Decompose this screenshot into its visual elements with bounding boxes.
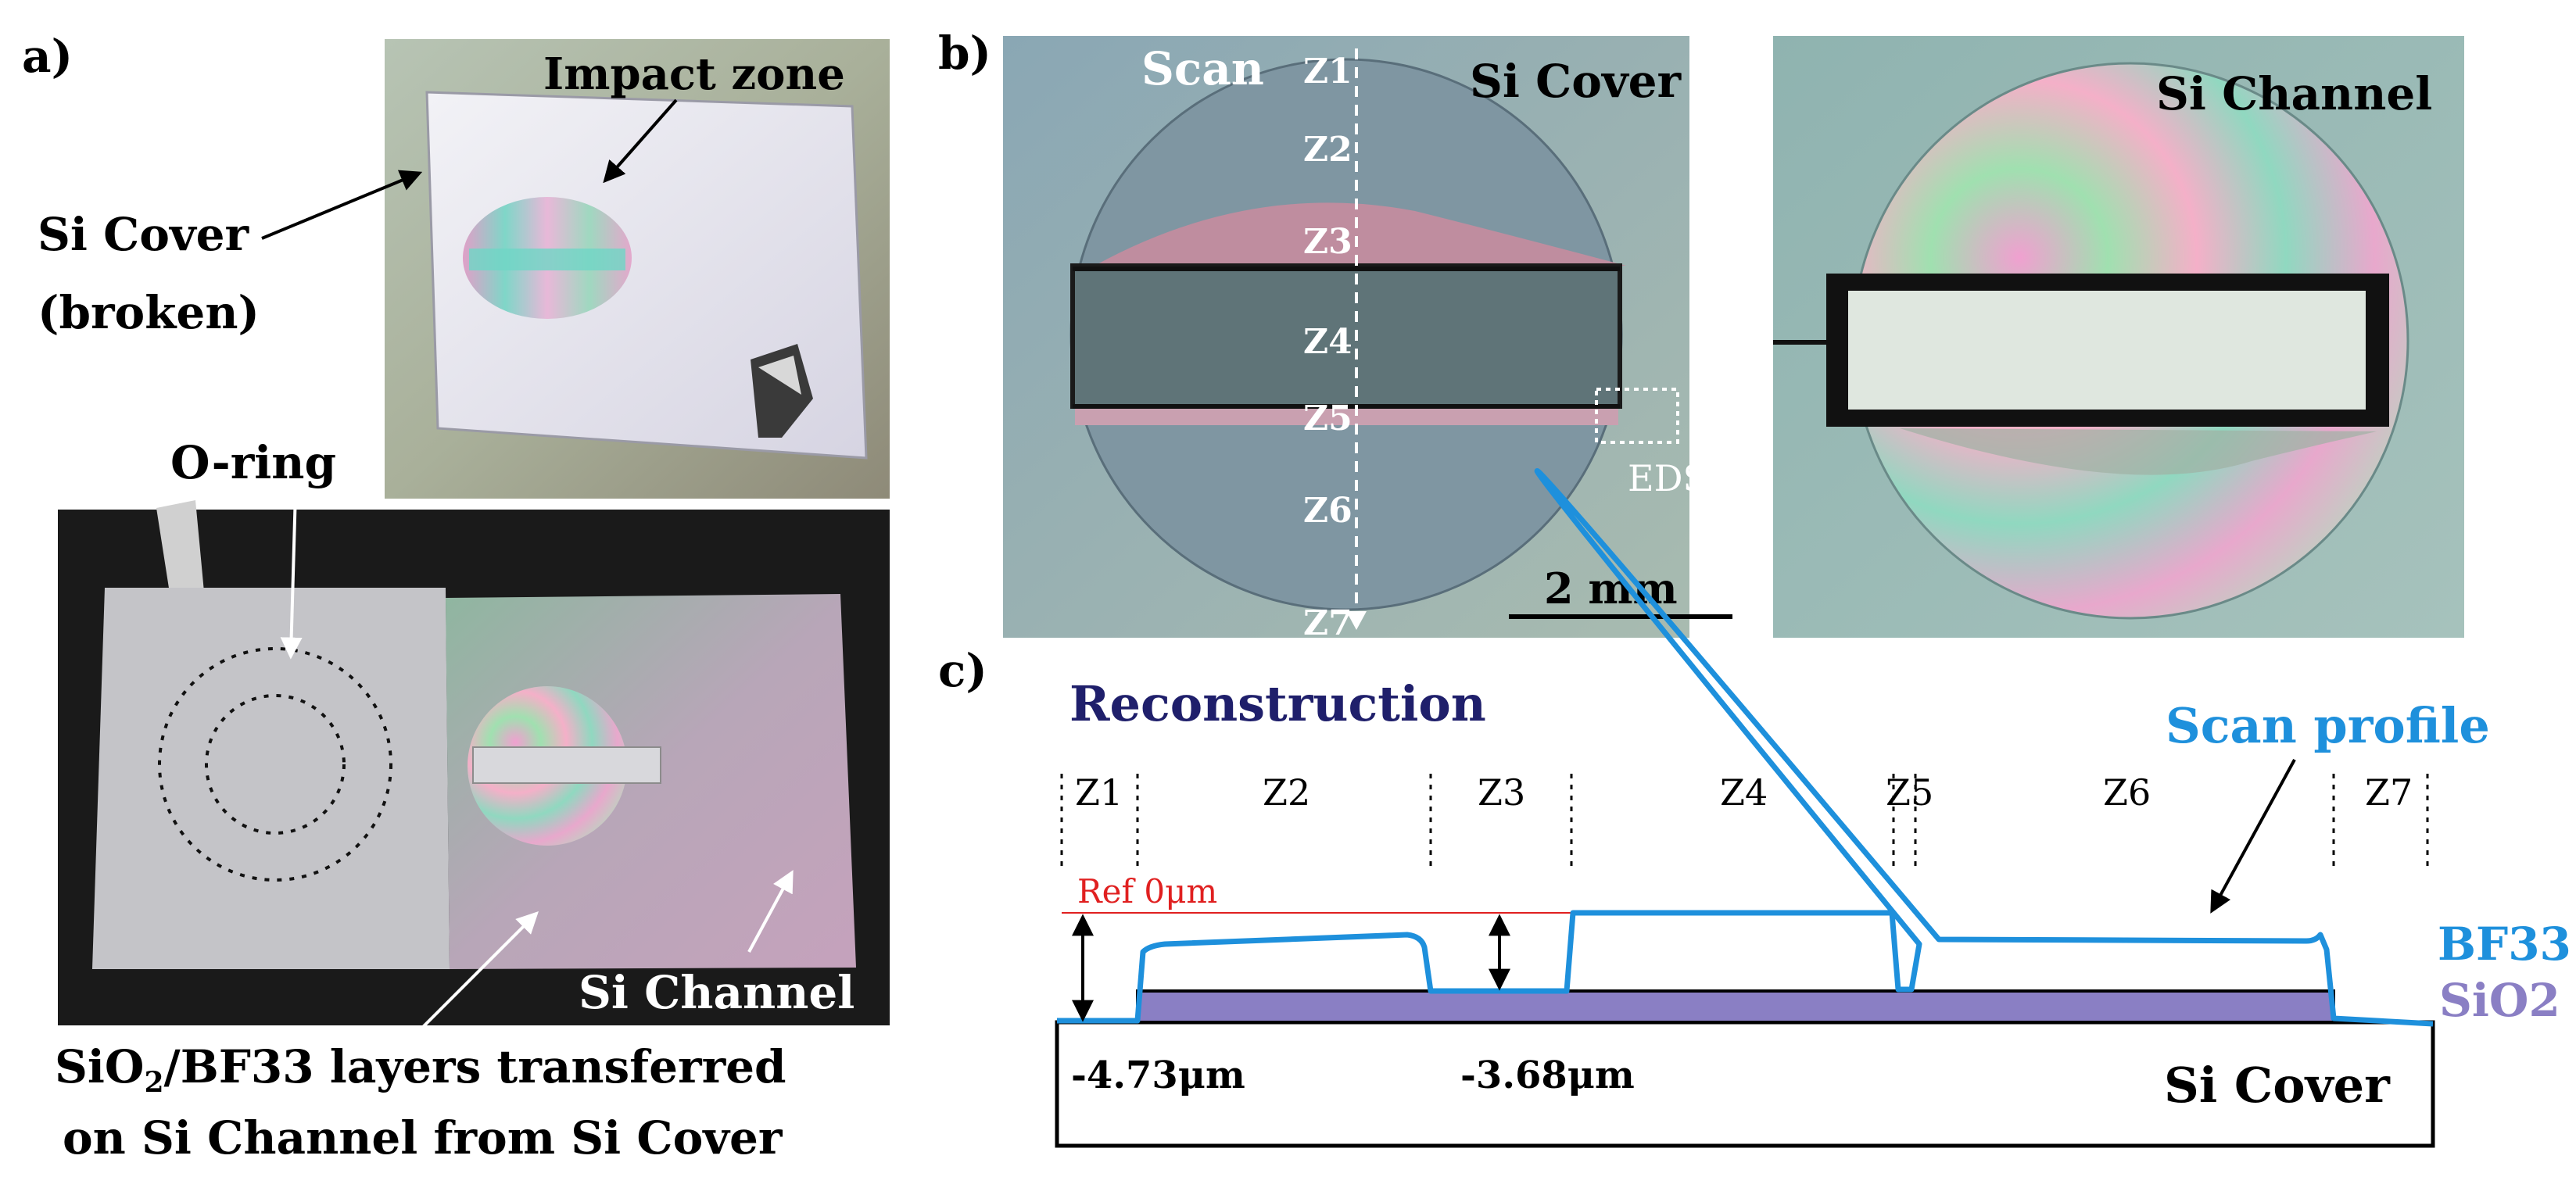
ref-label: Ref 0μm xyxy=(1077,872,1217,910)
caption-line1: SiO2/BF33 layers transferred xyxy=(55,1040,786,1099)
si-cover-label-line1: Si Cover xyxy=(38,208,250,261)
micrograph-si-cover xyxy=(1003,36,1732,638)
si-cover-label-line2: (broken) xyxy=(38,286,260,339)
zone-c-z5: Z5 xyxy=(1886,771,1933,814)
zone-labels-b: Z1 Z2 Z3 Z4 Z5 Z6 Z7 xyxy=(1303,52,1352,643)
zone-c-z1: Z1 xyxy=(1075,771,1123,814)
panel-c-label: c) xyxy=(938,644,987,697)
transfer-arrow xyxy=(417,911,539,1033)
scan-profile-line xyxy=(1057,468,2434,1027)
o-ring-label: O-ring xyxy=(170,436,336,489)
sio2-label: SiO2 xyxy=(2439,974,2560,1027)
bf33-label: BF33 xyxy=(2438,918,2571,971)
sio2-layer xyxy=(1136,989,2335,1024)
caption-line2: on Si Channel from Si Cover xyxy=(63,1111,783,1164)
zone-c-z3: Z3 xyxy=(1478,771,1525,814)
reconstruction-label: Reconstruction xyxy=(1069,675,1486,732)
o-ring-inner xyxy=(205,694,346,835)
impact-zone-arrow xyxy=(603,98,678,184)
o-ring-arrow xyxy=(280,492,303,660)
zone-z5: Z5 xyxy=(1303,399,1352,438)
zone-c-z7: Z7 xyxy=(2365,771,2413,814)
zone-z1: Z1 xyxy=(1303,52,1352,91)
zone-z6: Z6 xyxy=(1303,491,1352,531)
zone-labels-c: Z1 Z2 Z3 Z4 Z5 Z6 Z7 xyxy=(1075,771,2413,814)
photo-si-cover xyxy=(385,39,890,499)
zone-c-z2: Z2 xyxy=(1263,771,1310,814)
scan-label: Scan xyxy=(1141,42,1264,95)
eds-box xyxy=(1595,388,1679,444)
panel-b: b) Scan Si Cover Z1 Z2 Z3 Z4 Z5 Z6 Z7 ED… xyxy=(938,27,2464,643)
si-cover-substrate xyxy=(1055,1020,2435,1148)
scan-profile-label: Scan profile xyxy=(2166,697,2490,754)
micrograph-si-channel xyxy=(1773,36,2464,638)
eds-label: EDS xyxy=(1628,457,1707,499)
si-channel-b-label: Si Channel xyxy=(2156,67,2432,120)
zone-c-z6: Z6 xyxy=(2103,771,2151,814)
o-ring-outer xyxy=(158,647,392,882)
si-cover-b-label: Si Cover xyxy=(1470,55,1682,108)
zone-z2: Z2 xyxy=(1303,130,1352,170)
si-cover-c-label: Si Cover xyxy=(2164,1057,2391,1114)
zone-c-z4: Z4 xyxy=(1720,771,1768,814)
si-channel-label: Si Channel xyxy=(579,966,854,1019)
panel-c: c) Reconstruction Scan profile Z1 Z2 Z3 … xyxy=(938,468,2571,1148)
panel-a-label: a) xyxy=(22,30,73,83)
zone-z7: Z7 xyxy=(1303,603,1352,643)
scan-arrowhead xyxy=(1346,611,1367,630)
zone-z4: Z4 xyxy=(1303,322,1352,362)
zone-z3: Z3 xyxy=(1303,222,1352,262)
si-channel-arrow xyxy=(747,870,794,953)
photo-o-ring-setup xyxy=(58,500,890,1025)
depth-label-1: -4.73μm xyxy=(1071,1054,1245,1097)
impact-zone-label: Impact zone xyxy=(543,48,845,100)
depth-label-2: -3.68μm xyxy=(1460,1054,1635,1097)
si-cover-arrow xyxy=(261,170,423,240)
panel-a: a) Impact zone Si Cover (broken) O-ring xyxy=(22,30,890,1164)
scan-profile-arrow xyxy=(2210,759,2296,914)
panel-b-label: b) xyxy=(938,27,991,80)
